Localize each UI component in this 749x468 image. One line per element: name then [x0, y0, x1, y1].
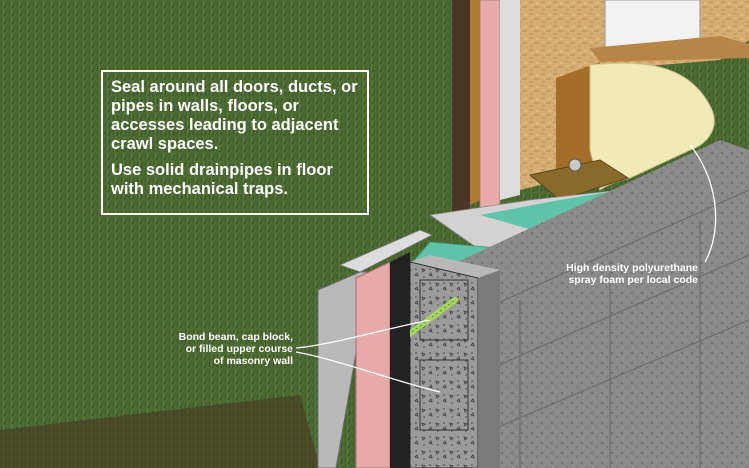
- callout-foam-line-1: High density polyurethane: [566, 262, 698, 274]
- block-top: [410, 255, 500, 278]
- leader-foam: [689, 144, 717, 263]
- mortar-joints: [459, 189, 749, 468]
- anchor-bolt: [568, 158, 582, 172]
- siding: [452, 0, 470, 215]
- seal-note-box: Seal around all doors, ducts, or pipes i…: [101, 70, 369, 215]
- wood-trim-vertical: [470, 0, 480, 205]
- leader-beam-1: [295, 319, 431, 349]
- window-sill: [590, 36, 749, 62]
- note-paragraph-2: Use solid drainpipes in floor with mecha…: [111, 161, 333, 198]
- soil: [0, 395, 320, 468]
- block-core-lower: [419, 359, 469, 431]
- callout-bond-beam: Bond beam, cap block, or filled upper co…: [168, 331, 293, 367]
- block-side-face: [478, 270, 500, 468]
- wall-insulation-upper: [479, 0, 501, 211]
- callout-foam-line-2: spray foam per local code: [568, 274, 698, 286]
- note-paragraph-1: Seal around all doors, ducts, or pipes i…: [111, 78, 358, 153]
- rigid-insulation: [355, 261, 391, 468]
- callout-spray-foam: High density polyurethane spray foam per…: [548, 262, 698, 286]
- wall-stud: [500, 0, 520, 200]
- rim-joist: [556, 62, 600, 175]
- membrane-teal-upper: [480, 190, 620, 235]
- callout-beam-line-3: of masonry wall: [213, 355, 293, 367]
- callout-beam-line-2: or filled upper course: [185, 343, 293, 355]
- callout-beam-line-1: Bond beam, cap block,: [178, 331, 293, 343]
- flashing: [338, 229, 433, 273]
- spray-foam: [589, 62, 715, 191]
- leader-beam-2: [295, 351, 441, 393]
- drainage-mat: [390, 252, 410, 468]
- masonry-wall: [440, 140, 749, 468]
